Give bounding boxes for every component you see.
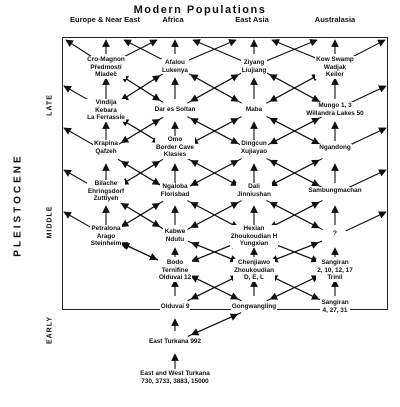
gene-flow-arrow-30 (269, 115, 323, 145)
gene-flow-arrow-46 (269, 157, 323, 187)
gene-flow-arrow-110 (345, 211, 387, 232)
gene-flow-arrow-4 (120, 73, 164, 101)
modern-populations-frame (62, 37, 388, 310)
gene-flow-arrow-55 (187, 200, 239, 229)
gene-flow-arrow-104 (345, 85, 387, 106)
column-header-australasia: Australasia (314, 15, 356, 24)
site-dali-jinniushan: Dali Jinniushan (236, 183, 272, 199)
site-petralona-arago-steinheim: Petralona Arago Steinheim (89, 225, 123, 248)
site-dar-es-soltan: Dar es Soltan (153, 106, 197, 114)
gene-flow-arrow-62 (269, 199, 323, 229)
site-hexian-zhoukoudian-h-yungxian: Hexian Zhoukoudian H Yungxian (229, 225, 279, 248)
site-sangiran-4-27-31: Sangiran 4, 27, 31 (320, 299, 350, 315)
gene-flow-arrow-23 (187, 116, 239, 145)
gene-flow-arrow-25 (190, 116, 242, 145)
gene-flow-arrow-97 (192, 39, 242, 62)
gene-flow-arrow-36 (120, 158, 164, 186)
gene-flow-arrow-60 (266, 199, 320, 229)
site-cro-magnon-predmosti-mladec: Cro-Magnon Předmostí Mladeč (86, 56, 126, 79)
column-header-east-asia: East Asia (235, 15, 269, 24)
gene-flow-arrow-14 (269, 72, 323, 102)
gene-flow-arrow-12 (266, 72, 320, 102)
period-label-early: EARLY (46, 315, 54, 345)
gene-flow-arrow-28 (266, 115, 320, 145)
gene-flow-arrow-101 (65, 39, 95, 59)
site-east-turkana-992: East Turkana 992 (147, 338, 203, 346)
site-ngandong: Ngandong (318, 144, 352, 152)
gene-flow-arrow-108 (345, 169, 387, 190)
gene-flow-arrow-7 (186, 72, 239, 102)
gene-flow-arrow-98 (266, 39, 318, 62)
site-chenjiawo-zhoukoudian-del: Chenjiawo Zhoukoudian D, E, L (232, 259, 276, 282)
site-krapina-qafzeh: Krapina Qafzeh (93, 140, 119, 156)
gene-flow-arrow-106 (345, 127, 387, 148)
diagram-title: Modern Populations (133, 4, 267, 16)
site-kabwe-ndutu: Kabwe Ndutu (163, 228, 187, 244)
site-bilache-ehringsdorf-zuttiyeh: Bilache Ehringsdorf Zuttiyeh (86, 180, 126, 203)
site-gongwangling: Gongwangling (230, 303, 278, 311)
column-header-africa: Africa (162, 15, 184, 24)
gene-flow-arrow-89 (190, 312, 242, 336)
site-sambungmachan: Sambungmachan (307, 187, 363, 195)
gene-flow-arrow-9 (190, 72, 243, 102)
site-kow-swamp-wadjak-keilor: Kow Swamp Wadjak Keilor (315, 56, 355, 79)
gene-flow-arrow-94 (123, 39, 163, 61)
site-afalou-lukenya: Afalou Lukenya (161, 59, 189, 75)
site-mungo-willandra-lakes: Mungo 1, 3 Willandra Lakes 50 (305, 102, 365, 118)
site-ngaloba-florisbad: Ngaloba Florisbad (159, 183, 191, 199)
gene-flow-arrow-57 (190, 200, 242, 229)
site-east-west-turkana: East and West Turkana 730, 3733, 3883, 1… (139, 370, 211, 386)
gene-flow-arrow-20 (120, 116, 164, 144)
gene-flow-arrow-50 (117, 200, 161, 228)
gene-flow-arrow-67 (187, 240, 239, 263)
gene-flow-arrow-34 (117, 158, 161, 186)
site-unknown-australasia: ? (332, 230, 338, 238)
pleistocene-axis-label: PLEISTOCENE (12, 153, 24, 257)
gene-flow-arrow-112 (118, 241, 158, 261)
gene-flow-arrow-100 (271, 39, 323, 62)
period-label-middle: MIDDLE (46, 205, 54, 239)
site-omo-border-cave-klasies: Omo Border Cave Klasies (154, 136, 195, 159)
site-ziyang-liujiang: Ziyang Liujiang (240, 59, 268, 75)
gene-flow-arrow-52 (120, 200, 164, 228)
site-vindija-kebara-la-ferrassie: Vindija Kebara La Ferrassie (86, 99, 126, 122)
period-label-late: LATE (46, 94, 54, 116)
gene-flow-arrow-83 (266, 273, 320, 300)
site-olduvai-9: Olduvai 9 (159, 303, 191, 311)
site-dingcun-xujiayao: Dingcun Xujiayao (239, 140, 269, 156)
gene-flow-arrow-78 (187, 273, 239, 300)
column-header-europe-near-east: Europe & Near East (69, 15, 141, 24)
site-maba: Maba (244, 106, 264, 114)
gene-flow-arrow-105 (63, 127, 96, 147)
site-bodo-ternifine-olduvai-12: Bodo Ternifine Olduvai 12 (157, 259, 193, 282)
gene-flow-arrow-95 (187, 39, 237, 62)
gene-flow-arrow-41 (190, 158, 242, 187)
gene-flow-arrow-39 (187, 158, 239, 187)
gene-flow-arrow-85 (269, 273, 323, 300)
gene-flow-arrow-74 (270, 240, 323, 263)
gene-flow-arrow-44 (266, 157, 320, 187)
site-sangiran-2-10-12-17-trinil: Sangiran 2, 10, 12, 17 Trinil (316, 259, 354, 282)
